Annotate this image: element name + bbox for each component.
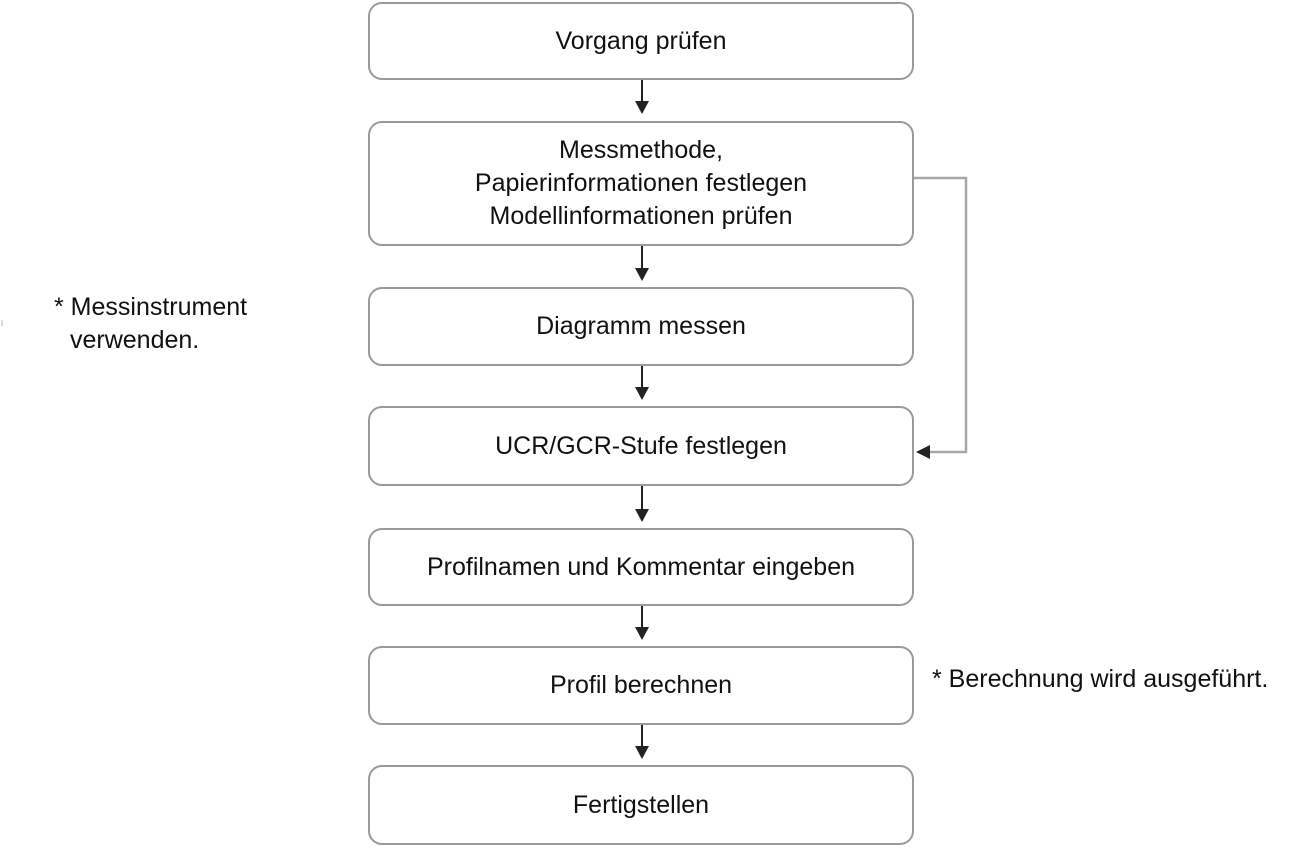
- arrow-check-to-method: [635, 80, 649, 114]
- arrow-calculate-to-finish: [635, 725, 649, 759]
- arrow-bypass-method-to-ucr: [914, 176, 968, 459]
- step-measure-chart: Diagramm messen: [368, 287, 914, 366]
- arrow-name-to-calculate: [635, 606, 649, 640]
- step-calculate-profile: Profil berechnen: [368, 646, 914, 725]
- step-label: Vorgang prüfen: [555, 26, 727, 55]
- step-label: Diagramm messen: [536, 312, 746, 340]
- step-label: Fertigstellen: [572, 790, 710, 819]
- step-enter-name: Profilnamen und Kommentar eingeben: [368, 528, 914, 606]
- note-instrument: * Messinstrument verwenden.: [54, 291, 247, 357]
- arrow-measure-to-ucr: [635, 366, 649, 400]
- note-instrument-line1: * Messinstrument: [54, 293, 248, 321]
- step-finish: Fertigstellen: [368, 765, 914, 845]
- step-label: Profilnamen und Kommentar eingeben: [426, 552, 856, 581]
- arrow-ucr-to-name: [635, 486, 649, 522]
- step-set-method: Messmethode, Papierinformationen festleg…: [368, 121, 914, 246]
- note-calculation-line1: * Berechnung wird ausgeführt.: [932, 665, 1269, 693]
- note-calculation: * Berechnung wird ausgeführt.: [932, 663, 1268, 696]
- step-set-ucr-gcr: UCR/GCR-Stufe festlegen: [368, 406, 914, 486]
- step-label: Messmethode, Papierinformationen festleg…: [474, 136, 808, 230]
- step-check-process: Vorgang prüfen: [368, 2, 914, 80]
- arrow-method-to-measure: [635, 246, 649, 281]
- step-label: UCR/GCR-Stufe festlegen: [495, 431, 787, 460]
- step-label: Profil berechnen: [549, 671, 733, 699]
- note-instrument-line2: verwenden.: [70, 326, 200, 354]
